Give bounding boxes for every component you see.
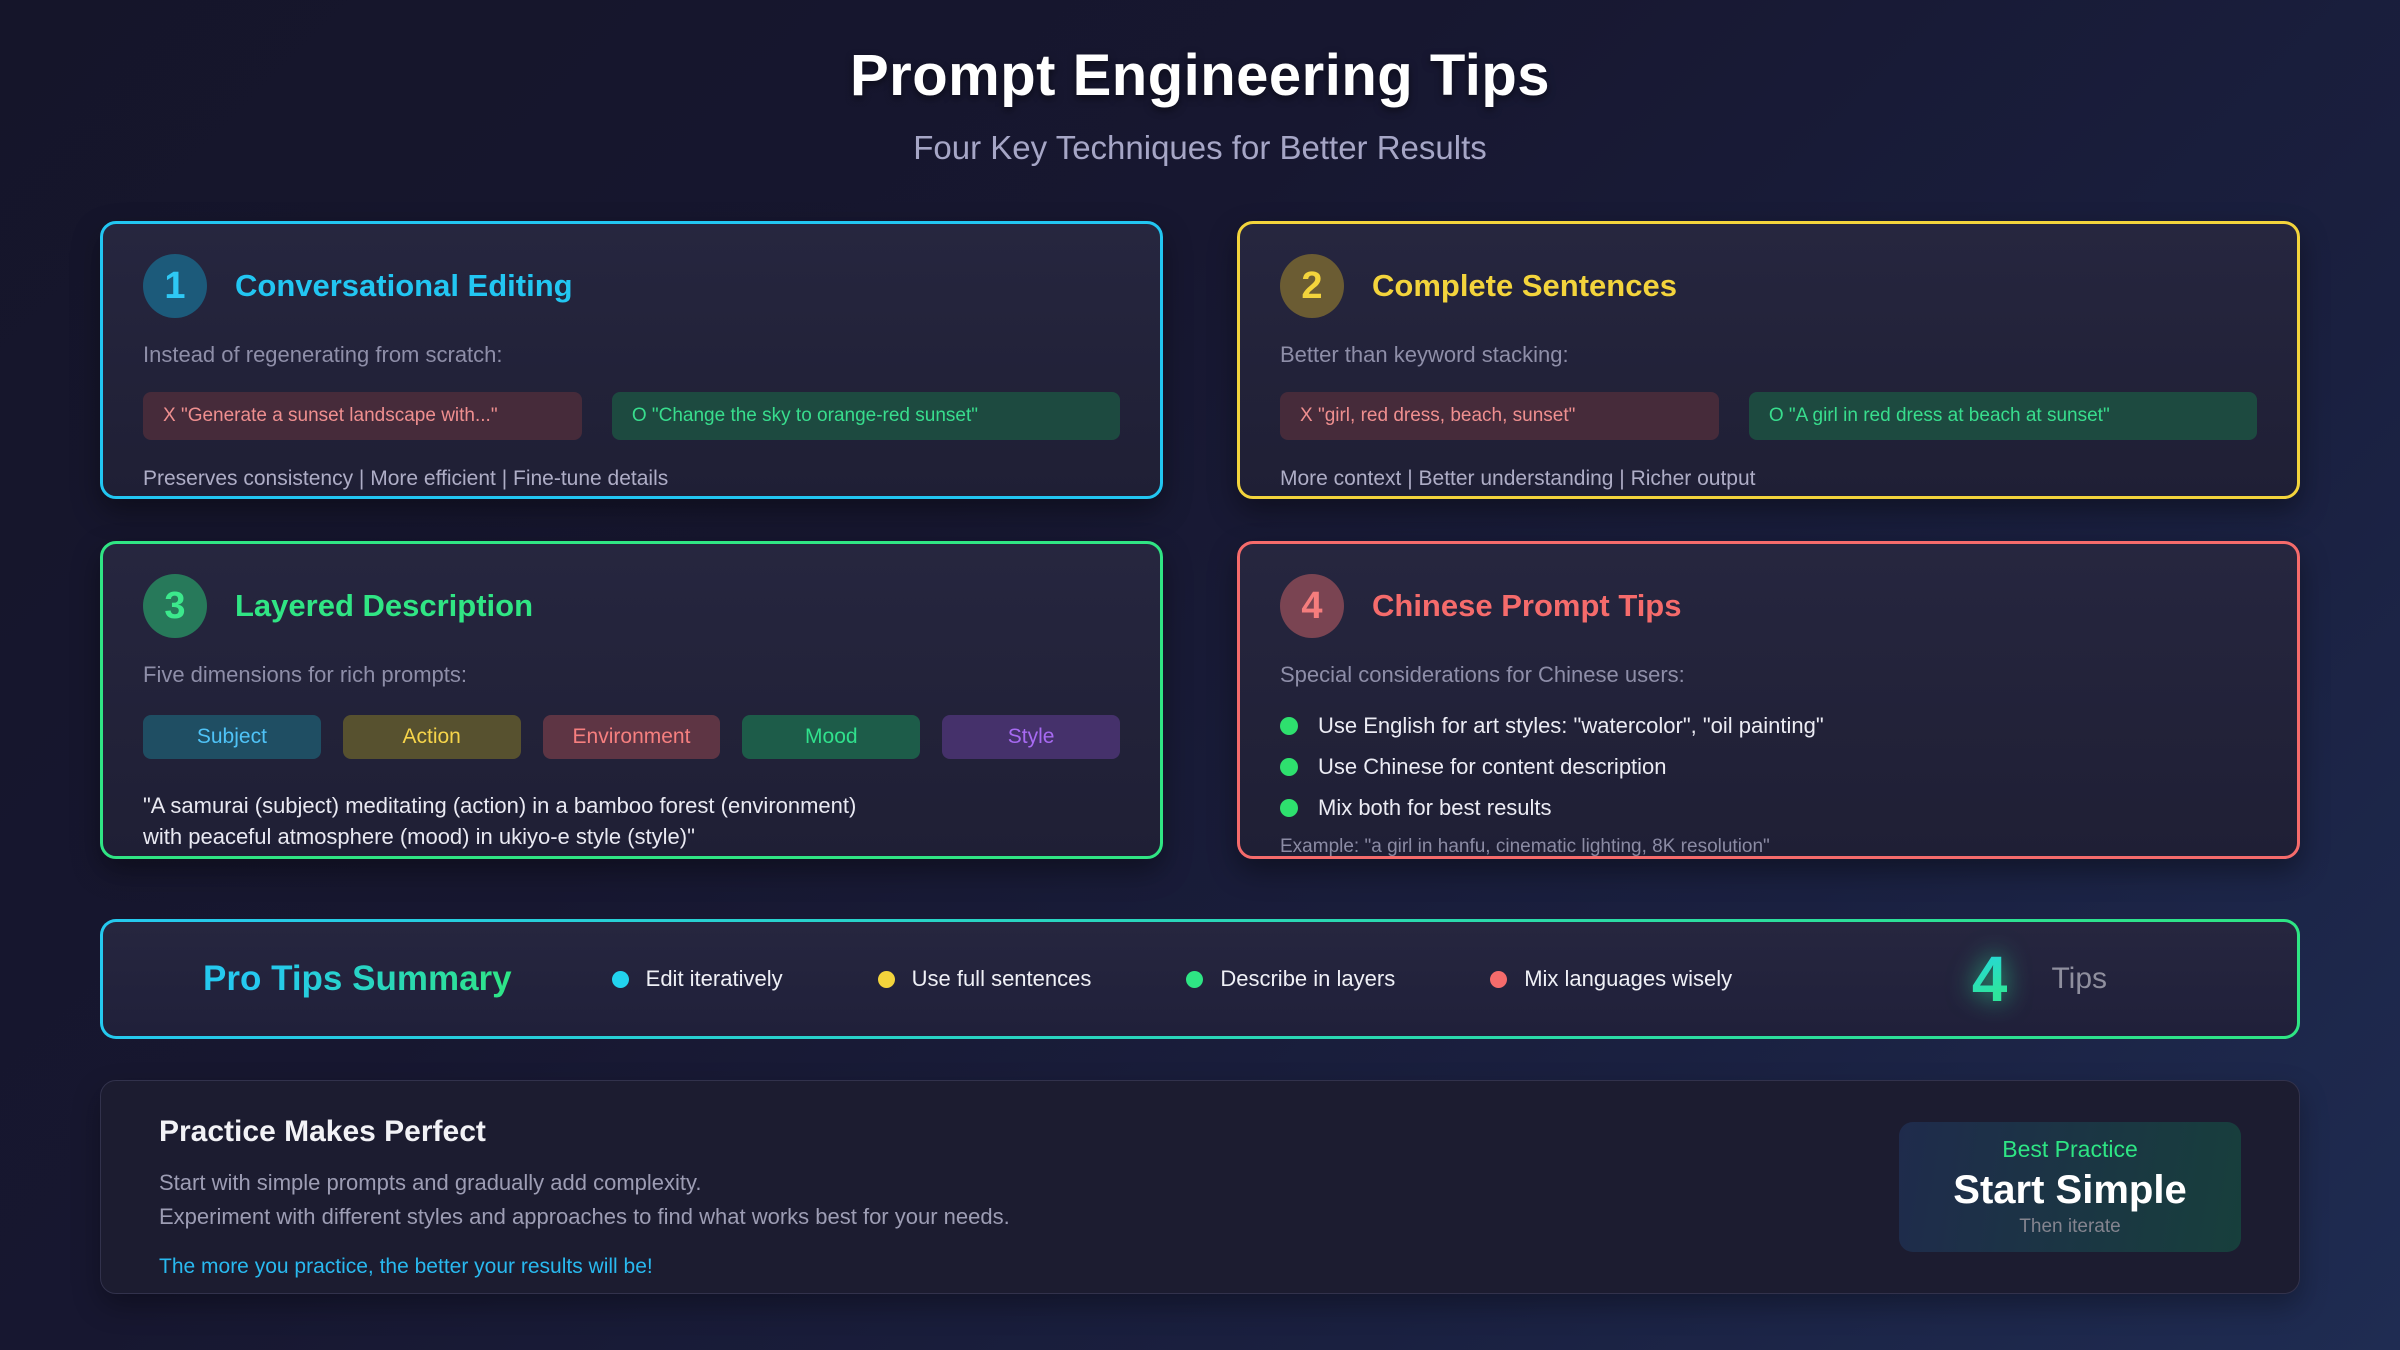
good-prompt-box: O "Change the sky to orange-red sunset" xyxy=(611,392,1120,440)
practice-line: Experiment with different styles and app… xyxy=(159,1204,1010,1229)
card-title: Layered Description xyxy=(235,588,534,623)
page-title: Prompt Engineering Tips xyxy=(849,43,1551,108)
card-number-badge: 4 xyxy=(1280,574,1344,638)
dimension-tag-style: Style xyxy=(942,715,1120,759)
example-quote-line2: with peaceful atmosphere (mood) in ukiyo… xyxy=(143,824,695,849)
summary-item-label: Edit iteratively xyxy=(645,966,783,991)
practice-highlight: The more you practice, the better your r… xyxy=(159,1255,653,1278)
dimension-tag-subject: Subject xyxy=(143,715,321,759)
card-features: Preserves consistency | More efficient |… xyxy=(143,467,669,490)
best-practice-card: Best Practice Start Simple Then iterate xyxy=(1899,1122,2241,1252)
list-item-label: Use English for art styles: "watercolor"… xyxy=(1318,713,1824,738)
page: Prompt Engineering Tips Four Key Techniq… xyxy=(100,0,2300,1294)
card-complete-sentences: 2 Complete Sentences Better than keyword… xyxy=(1237,221,2300,499)
summary-item-label: Describe in layers xyxy=(1220,966,1396,991)
dimension-tag-action: Action xyxy=(342,715,521,759)
list-item-label: Mix both for best results xyxy=(1318,795,1552,820)
red-dot-icon xyxy=(1490,970,1508,988)
yellow-dot-icon xyxy=(877,970,895,988)
card-header: 2 Complete Sentences xyxy=(1280,254,2257,318)
card-description: Five dimensions for rich prompts: xyxy=(143,662,467,687)
card-description: Special considerations for Chinese users… xyxy=(1280,662,1685,687)
card-conversational-editing: 1 Conversational Editing Instead of rege… xyxy=(100,221,1163,499)
list-item: Use Chinese for content description xyxy=(1280,754,2257,780)
example-quote-line1: "A samurai (subject) meditating (action)… xyxy=(143,793,857,818)
summary-items: Edit iteratively Use full sentences Desc… xyxy=(611,966,1732,992)
dimension-tag-environment: Environment xyxy=(542,715,721,759)
green-dot-icon xyxy=(1186,970,1204,988)
summary-item-mix-languages-wisely: Mix languages wisely xyxy=(1490,966,1732,992)
bullet-dot-icon xyxy=(1280,799,1298,817)
practice-text-block: Practice Makes Perfect Start with simple… xyxy=(159,1115,1899,1278)
summary-item-label: Mix languages wisely xyxy=(1524,966,1733,991)
card-title: Complete Sentences xyxy=(1372,268,1677,303)
prompt-comparison: X "Generate a sunset landscape with..." … xyxy=(143,392,1120,440)
cards-grid: 1 Conversational Editing Instead of rege… xyxy=(100,221,2300,859)
card-description: Instead of regenerating from scratch: xyxy=(143,342,503,367)
list-item: Use English for art styles: "watercolor"… xyxy=(1280,713,2257,739)
cyan-dot-icon xyxy=(611,970,629,988)
summary-item-label: Use full sentences xyxy=(911,966,1092,991)
tips-count-number: 4 xyxy=(1971,943,2008,1015)
bad-prompt-box: X "girl, red dress, beach, sunset" xyxy=(1280,392,1719,440)
practice-title: Practice Makes Perfect xyxy=(159,1115,486,1148)
summary-item-describe-in-layers: Describe in layers xyxy=(1186,966,1395,992)
tips-count-label: Tips xyxy=(2051,962,2107,995)
example-quote: "A samurai (subject) meditating (action)… xyxy=(143,790,1120,852)
card-chinese-prompt-tips: 4 Chinese Prompt Tips Special considerat… xyxy=(1237,541,2300,859)
bad-prompt-box: X "Generate a sunset landscape with..." xyxy=(143,392,582,440)
card-header: 4 Chinese Prompt Tips xyxy=(1280,574,2257,638)
bullet-dot-icon xyxy=(1280,758,1298,776)
page-subtitle: Four Key Techniques for Better Results xyxy=(913,129,1487,166)
good-prompt-box: O "A girl in red dress at beach at sunse… xyxy=(1748,392,2257,440)
list-item-label: Use Chinese for content description xyxy=(1318,754,1667,779)
bullet-dot-icon xyxy=(1280,717,1298,735)
tips-list: Use English for art styles: "watercolor"… xyxy=(1280,713,2257,821)
card-header: 3 Layered Description xyxy=(143,574,1120,638)
best-practice-subtitle: Then iterate xyxy=(2019,1216,2121,1237)
best-practice-title: Start Simple xyxy=(1953,1168,2187,1212)
card-number-badge: 3 xyxy=(143,574,207,638)
practice-line: Start with simple prompts and gradually … xyxy=(159,1170,702,1195)
summary-item-use-full-sentences: Use full sentences xyxy=(877,966,1092,992)
card-number-badge: 1 xyxy=(143,254,207,318)
card-description: Better than keyword stacking: xyxy=(1280,342,1569,367)
example-text: Example: "a girl in hanfu, cinematic lig… xyxy=(1280,836,1770,857)
card-title: Conversational Editing xyxy=(235,268,573,303)
summary-item-edit-iteratively: Edit iteratively xyxy=(611,966,783,992)
card-features: More context | Better understanding | Ri… xyxy=(1280,467,1756,490)
card-number-badge: 2 xyxy=(1280,254,1344,318)
summary-title: Pro Tips Summary xyxy=(203,959,512,998)
card-layered-description: 3 Layered Description Five dimensions fo… xyxy=(100,541,1163,859)
dimension-tag-mood: Mood xyxy=(742,715,921,759)
tips-counter: 4 Tips xyxy=(1972,942,2107,1016)
card-title: Chinese Prompt Tips xyxy=(1372,588,1682,623)
prompt-comparison: X "girl, red dress, beach, sunset" O "A … xyxy=(1280,392,2257,440)
card-header: 1 Conversational Editing xyxy=(143,254,1120,318)
list-item: Mix both for best results xyxy=(1280,795,2257,821)
best-practice-label: Best Practice xyxy=(2002,1136,2138,1162)
dimension-tags: Subject Action Environment Mood Style xyxy=(143,715,1120,759)
practice-section: Practice Makes Perfect Start with simple… xyxy=(100,1080,2300,1294)
pro-tips-summary-bar: Pro Tips Summary Edit iteratively Use fu… xyxy=(100,919,2300,1039)
